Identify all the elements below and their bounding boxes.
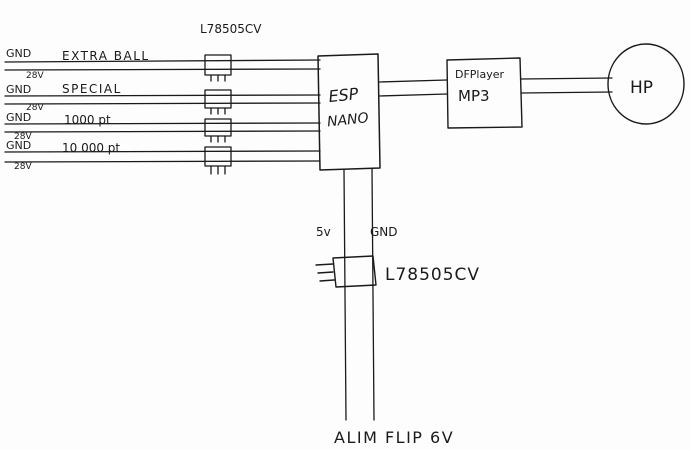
input-gnd-label: GND: [6, 47, 31, 60]
input-name-label: SPECIAL: [62, 82, 122, 96]
power-feed-wires: [343, 168, 375, 421]
bottom-regulator-right-pin: GND: [370, 225, 398, 239]
input-regulators: [204, 54, 232, 175]
wire-10000pt-gnd: [4, 150, 321, 153]
input-volt-label: 28V: [14, 132, 32, 142]
nano-label: NANO: [326, 110, 369, 130]
top-regulator-label: L78505CV: [200, 22, 262, 36]
esp-nano-labels: ESP NANO: [326, 84, 369, 130]
regulator-10000pt: [204, 146, 232, 175]
input-name-label: 10 000 pt: [62, 141, 120, 155]
input-gnd-label: GND: [6, 83, 31, 96]
esp-dfplayer-wires: [378, 79, 448, 97]
input-gnd-label: GND: [6, 139, 31, 152]
regulator-extra-ball: [204, 54, 232, 82]
wire-special-28v: [4, 102, 321, 105]
input-gnd-label: GND: [6, 111, 31, 124]
wire-extra-ball-gnd: [4, 59, 321, 63]
wire-1000pt-gnd: [4, 122, 321, 125]
mp3-label: MP3: [458, 87, 490, 105]
dfplayer-label: DFPlayer: [455, 68, 505, 81]
input-name-label: EXTRA BALL: [62, 49, 150, 63]
bottom-regulator-left-pin: 5v: [316, 225, 331, 239]
dfplayer-speaker-wires: [520, 77, 613, 94]
regulator-special: [204, 89, 232, 115]
power-label: ALIM FLIP 6V: [334, 428, 454, 447]
speaker: [607, 43, 685, 125]
regulator-1000pt: [204, 118, 232, 143]
input-volt-label: 28V: [26, 71, 44, 81]
bottom-regulator: [315, 255, 377, 288]
input-wires: [4, 59, 321, 163]
speaker-label: HP: [630, 78, 653, 98]
dfplayer-module: [446, 57, 523, 129]
wire-extra-ball-28v: [4, 68, 321, 71]
input-volt-label: 28V: [26, 103, 44, 113]
wire-10000pt-28v: [4, 160, 321, 163]
input-name-label: 1000 pt: [64, 113, 111, 127]
input-labels: GND EXTRA BALL 28V GND SPECIAL 28V GND 1…: [6, 47, 150, 172]
wire-special-gnd: [4, 94, 321, 97]
esp-label: ESP: [327, 84, 359, 106]
wire-1000pt-28v: [4, 130, 321, 133]
input-volt-label: 28V: [14, 162, 32, 172]
esp-nano-module: [317, 53, 381, 171]
bottom-regulator-label: L78505CV: [385, 265, 480, 285]
dfplayer-labels: DFPlayer MP3: [455, 68, 505, 105]
